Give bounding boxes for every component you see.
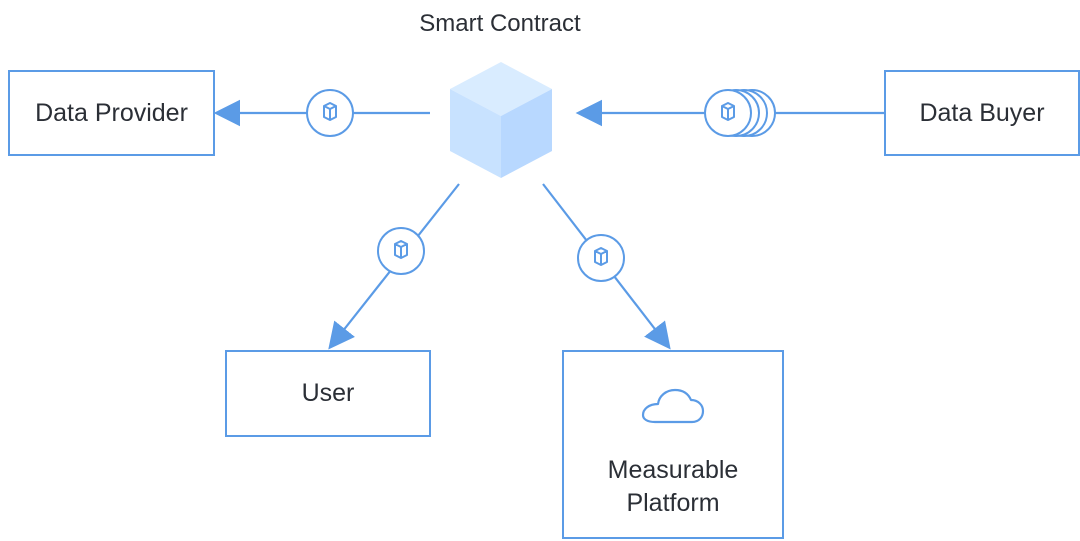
data-provider-box: Data Provider (8, 70, 215, 156)
token-icon (306, 89, 354, 137)
cube-icon (450, 62, 552, 178)
measurable-platform-box: Measurable Platform (562, 350, 784, 539)
cloud-icon (641, 388, 705, 424)
token-icon (377, 227, 425, 275)
data-buyer-box: Data Buyer (884, 70, 1080, 156)
user-box: User (225, 350, 431, 437)
data-buyer-label: Data Buyer (919, 98, 1045, 127)
smart-contract-title: Smart Contract (419, 10, 581, 37)
data-provider-label: Data Provider (35, 98, 188, 127)
measurable-platform-label: Measurable Platform (607, 456, 739, 517)
user-label: User (301, 379, 355, 408)
token-stack-icon (704, 89, 776, 137)
token-icon (577, 234, 625, 282)
